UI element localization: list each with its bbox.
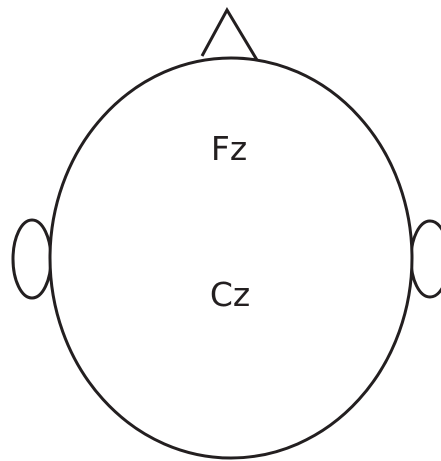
- electrode-cz-label: Cz: [210, 275, 250, 314]
- right-ear: [411, 221, 441, 297]
- nose: [202, 10, 257, 60]
- head-outline: [50, 58, 412, 458]
- left-ear: [13, 220, 51, 298]
- electrode-fz-label: Fz: [211, 129, 247, 168]
